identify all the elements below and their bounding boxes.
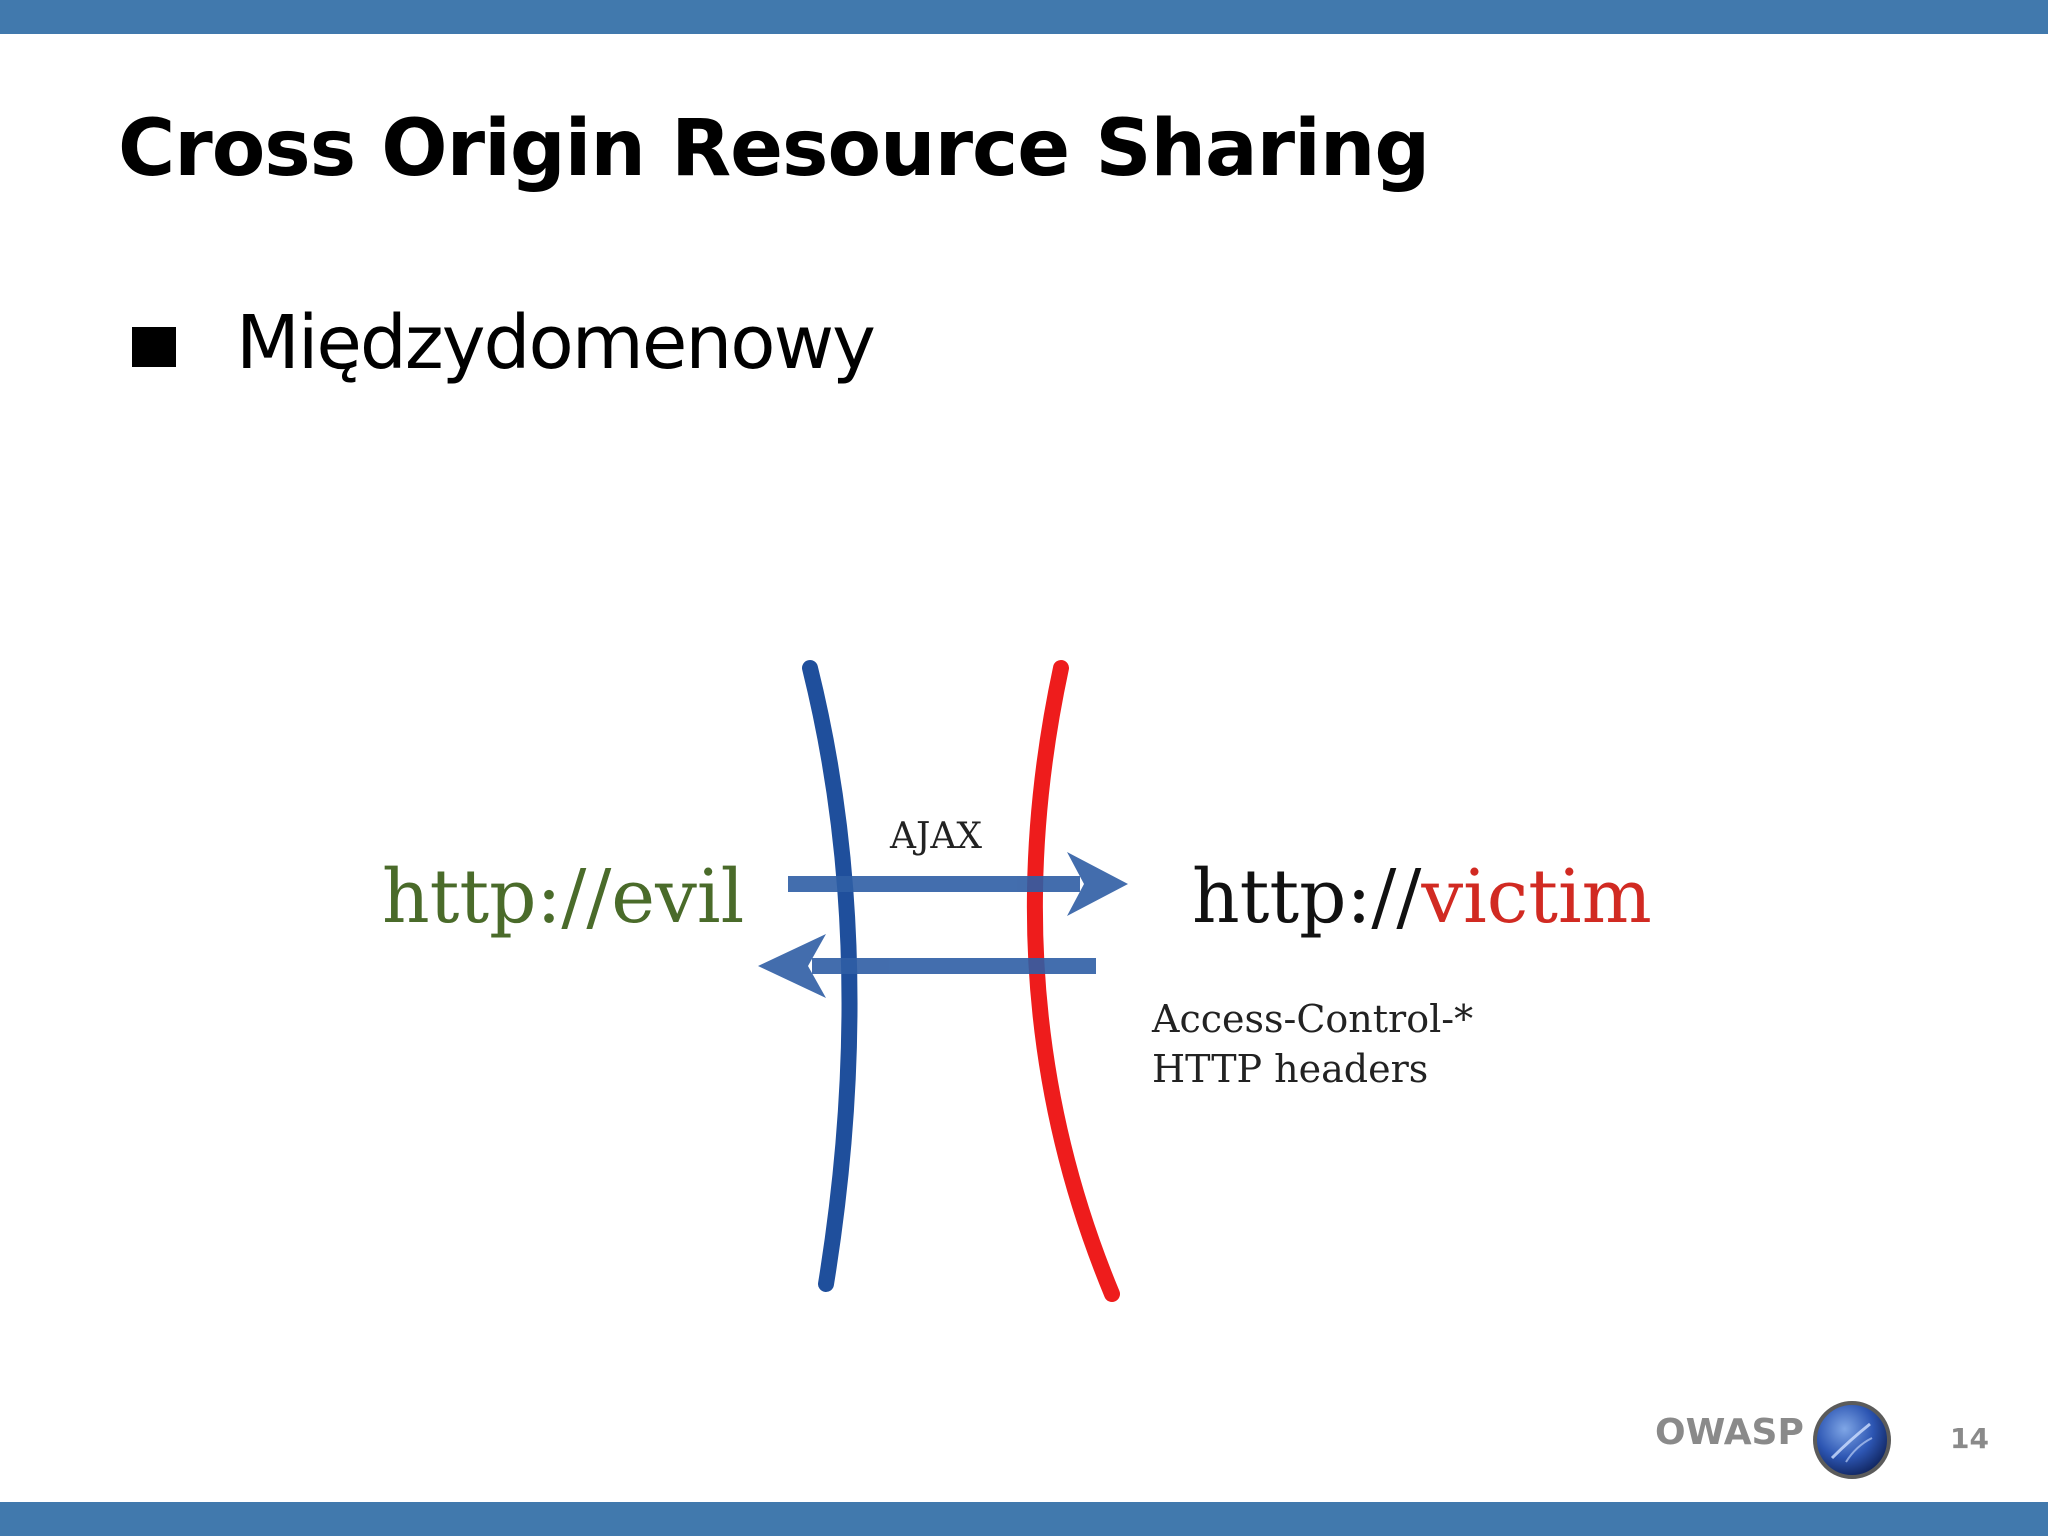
request-label: AJAX (889, 816, 982, 857)
response-label-line1: Access-Control-* (1151, 997, 1473, 1041)
square-bullet-icon (132, 327, 176, 367)
right-origin-label: http://victim (1192, 854, 1652, 940)
owasp-brand-label: OWASP (1655, 1412, 1804, 1453)
evil-boundary-line (802, 660, 858, 1292)
response-arrow (758, 934, 1096, 998)
right-origin-suffix: victim (1420, 854, 1652, 940)
top-bar (0, 0, 2048, 34)
owasp-logo-icon (1813, 1401, 1891, 1479)
victim-boundary-line (1026, 660, 1120, 1302)
bottom-bar (0, 1502, 2048, 1536)
response-label-line2: HTTP headers (1152, 1047, 1428, 1091)
page-number: 14 (1950, 1422, 1989, 1455)
bullet-text: Międzydomenowy (236, 300, 876, 386)
slide-title: Cross Origin Resource Sharing (118, 104, 1430, 194)
left-origin-label: http://evil (382, 854, 744, 940)
right-origin-prefix: http:// (1192, 854, 1421, 940)
request-arrow (788, 852, 1128, 916)
